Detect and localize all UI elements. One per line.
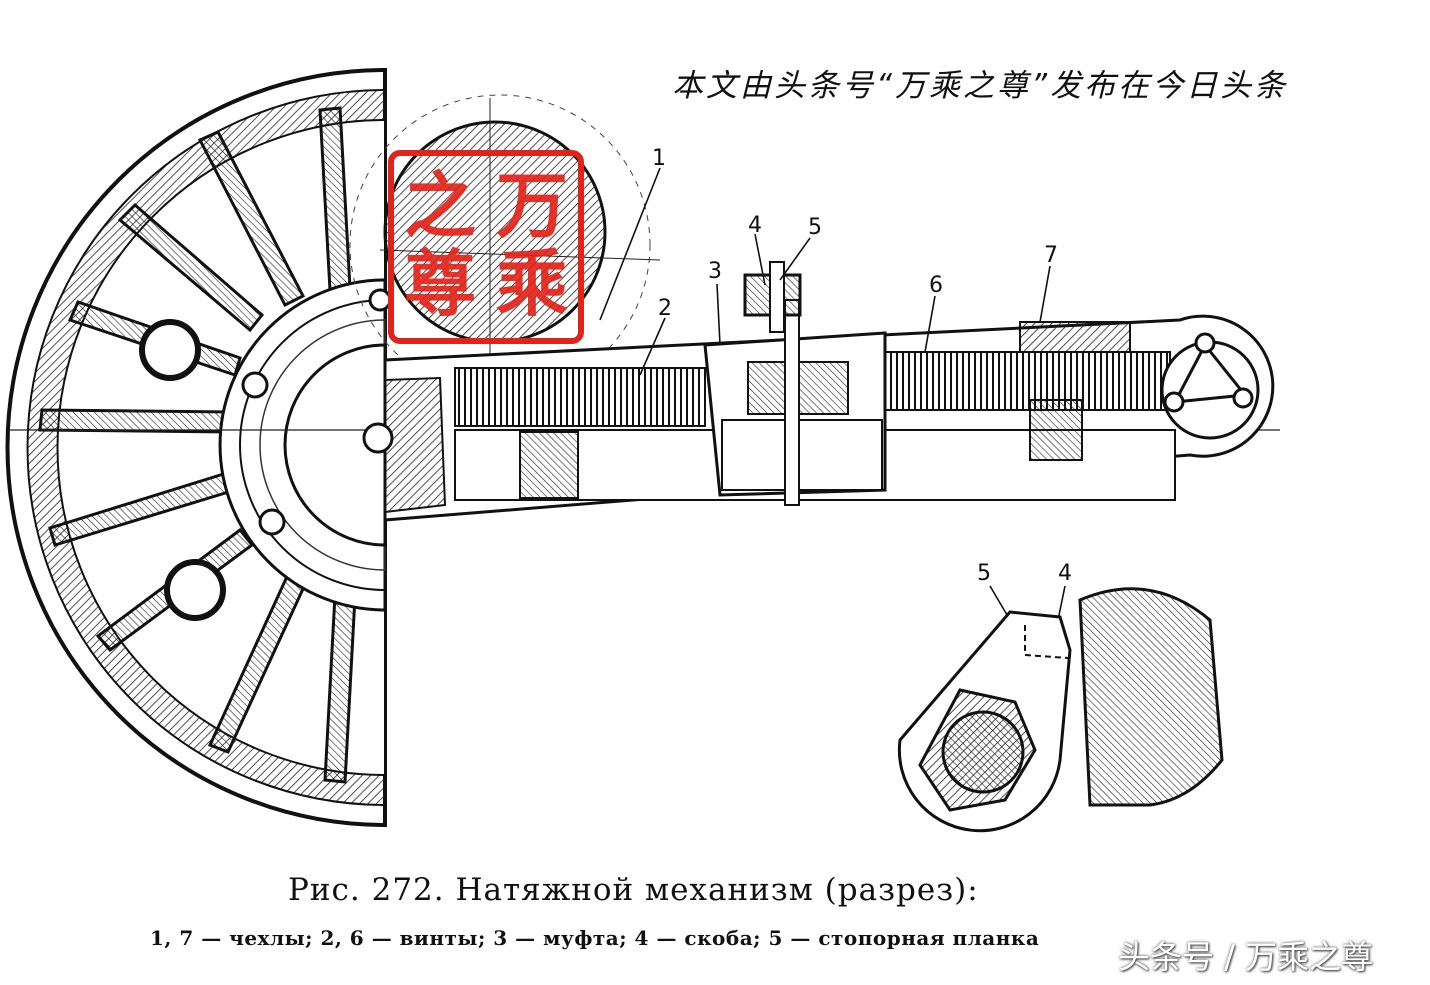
detail-view (897, 587, 1224, 833)
header-note: 本文由头条号“万乘之尊”发布在今日头条 (672, 68, 1289, 104)
part-label-1: 1 (652, 146, 666, 171)
part-label-6: 6 (929, 273, 943, 298)
seal-char: 尊 (404, 241, 477, 326)
figure-legend: 1, 7 — чехлы; 2, 6 — винты; 3 — муфта; 4… (150, 926, 1040, 950)
red-seal-stamp: 万 乘 之 尊 (388, 150, 584, 344)
detail-label-4: 4 (1058, 561, 1072, 586)
part-label-2: 2 (658, 296, 672, 321)
tension-rod (362, 261, 1275, 522)
watermark: 头条号 / 万乘之尊 (1118, 938, 1374, 976)
part-label-3: 3 (708, 259, 722, 284)
seal-char: 之 (404, 163, 477, 248)
part-label-7: 7 (1044, 243, 1058, 268)
part-label-5: 5 (808, 215, 822, 240)
seal-char: 万 (496, 163, 569, 248)
idler-wheel (5, 67, 1280, 828)
part-label-4: 4 (748, 213, 762, 238)
seal-char: 乘 (496, 241, 569, 326)
figure-caption: Рис. 272. Натяжной механизм (разрез): (288, 872, 979, 908)
detail-label-5: 5 (977, 561, 991, 586)
